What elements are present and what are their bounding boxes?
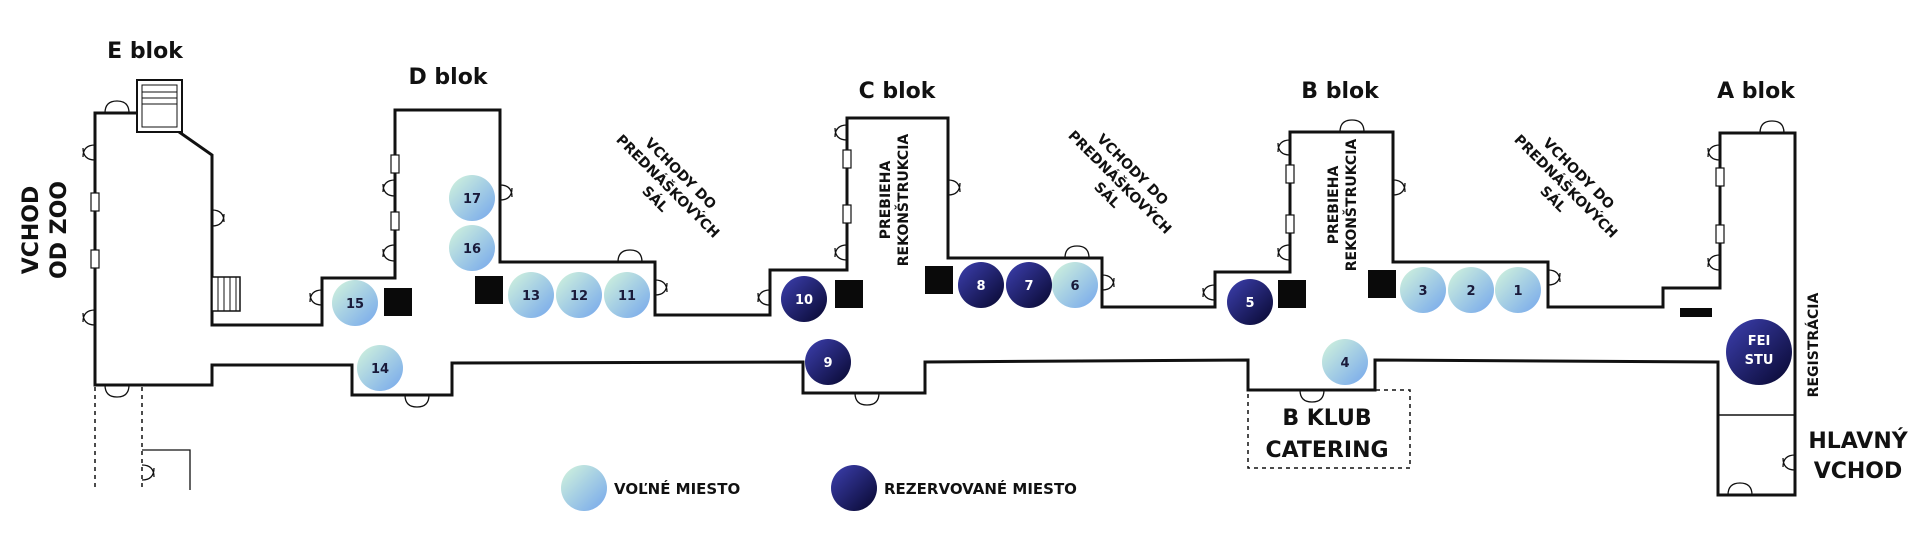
svg-text:HLAVNÝ: HLAVNÝ: [1808, 428, 1908, 454]
svg-text:VCHOD: VCHOD: [1814, 459, 1903, 484]
hall-entrances-label-d: VCHODY DO PREDNÁŠKOVÝCH SÁL: [613, 131, 724, 242]
legend-reserved-swatch: [831, 465, 877, 511]
c-block-label: C blok: [859, 79, 937, 104]
spot-11[interactable]: 11: [604, 272, 650, 318]
spot-number: 12: [570, 289, 588, 304]
fei-stu-logo: FEI STU: [1726, 319, 1792, 385]
reconstruction-label-b: PREBIEHA REKONŠTRUKCIA: [1326, 139, 1360, 272]
spot-4[interactable]: 4: [1322, 339, 1368, 385]
spot-number: 1: [1513, 284, 1522, 299]
spot-6[interactable]: 6: [1052, 262, 1098, 308]
hall-entrances-label-c: VCHODY DO PREDNÁŠKOVÝCH SÁL: [1065, 127, 1176, 238]
reserved-spot-circle[interactable]: [1006, 262, 1052, 308]
spot-number: 4: [1340, 356, 1349, 371]
free-spot-circle[interactable]: [449, 175, 495, 221]
main-entrance-label: HLAVNÝ VCHOD: [1808, 428, 1908, 484]
spot-13[interactable]: 13: [508, 272, 554, 318]
reserved-spot-circle[interactable]: [781, 276, 827, 322]
free-spot-circle[interactable]: [1052, 262, 1098, 308]
svg-text:OD ZOO: OD ZOO: [47, 181, 72, 279]
b-klub-area: [1247, 389, 1411, 469]
free-spot-circle[interactable]: [1448, 267, 1494, 313]
b-block-label: B blok: [1301, 79, 1380, 104]
door-icons: [82, 100, 1796, 496]
spot-9[interactable]: 9: [805, 339, 851, 385]
reserved-spot-circle[interactable]: [805, 339, 851, 385]
svg-text:PREDNÁŠKOVÝCH: PREDNÁŠKOVÝCH: [1511, 131, 1622, 242]
spot-12[interactable]: 12: [556, 272, 602, 318]
spot-14[interactable]: 14: [357, 345, 403, 391]
registration-label: REGISTRÁCIA: [1805, 293, 1822, 398]
free-spot-circle[interactable]: [357, 345, 403, 391]
reserved-spot-circle[interactable]: [958, 262, 1004, 308]
spot-number: 11: [618, 289, 636, 304]
spot-1[interactable]: 1: [1495, 267, 1541, 313]
spot-16[interactable]: 16: [449, 225, 495, 271]
svg-text:B KLUB: B KLUB: [1282, 406, 1371, 431]
svg-text:REKONŠTRUKCIA: REKONŠTRUKCIA: [1342, 139, 1360, 272]
spot-number: 16: [463, 242, 481, 257]
svg-text:REKONŠTRUKCIA: REKONŠTRUKCIA: [894, 134, 912, 267]
building-outline: [93, 108, 1797, 497]
spot-number: 15: [346, 297, 364, 312]
svg-text:CATERING: CATERING: [1265, 438, 1388, 463]
spot-number: 17: [463, 192, 481, 207]
free-spot-circle[interactable]: [604, 272, 650, 318]
spot-8[interactable]: 8: [958, 262, 1004, 308]
legend: VOĽNÉ MIESTO REZERVOVANÉ MIESTO: [561, 465, 1077, 511]
free-spot-circle[interactable]: [1495, 267, 1541, 313]
spot-number: 5: [1245, 296, 1254, 311]
free-spot-circle[interactable]: [1322, 339, 1368, 385]
spot-number: 6: [1070, 279, 1079, 294]
d-block-label: D blok: [409, 65, 489, 90]
staircase-e-top: [136, 79, 183, 133]
spot-number: 2: [1466, 284, 1475, 299]
free-spot-circle[interactable]: [1400, 267, 1446, 313]
svg-text:PREDNÁŠKOVÝCH: PREDNÁŠKOVÝCH: [1065, 127, 1176, 238]
free-spot-circle[interactable]: [332, 280, 378, 326]
free-spot-circle[interactable]: [449, 225, 495, 271]
spot-5[interactable]: 5: [1227, 279, 1273, 325]
building-walls: [93, 108, 1797, 497]
svg-text:VCHOD: VCHOD: [19, 186, 44, 275]
spot-15[interactable]: 15: [332, 280, 378, 326]
b-klub-label: B KLUB CATERING: [1265, 406, 1388, 463]
svg-text:STU: STU: [1745, 353, 1774, 368]
spot-2[interactable]: 2: [1448, 267, 1494, 313]
zoo-entrance-paths: [94, 387, 191, 490]
e-block-label: E blok: [107, 39, 184, 64]
svg-text:FEI: FEI: [1748, 334, 1771, 349]
svg-text:PREDNÁŠKOVÝCH: PREDNÁŠKOVÝCH: [613, 131, 724, 242]
legend-free-swatch: [561, 465, 607, 511]
reserved-spot-circle[interactable]: [1227, 279, 1273, 325]
spot-17[interactable]: 17: [449, 175, 495, 221]
spot-number: 8: [976, 279, 985, 294]
zoo-entrance-label: VCHOD OD ZOO: [19, 181, 72, 279]
spot-10[interactable]: 10: [781, 276, 827, 322]
spot-number: 7: [1024, 279, 1033, 294]
marker-squares: [384, 266, 1712, 317]
spot-number: 10: [795, 293, 813, 308]
spot-number: 14: [371, 362, 389, 377]
legend-free-label: VOĽNÉ MIESTO: [614, 479, 740, 498]
spot-7[interactable]: 7: [1006, 262, 1052, 308]
svg-text:PREBIEHA: PREBIEHA: [1326, 166, 1342, 245]
legend-reserved-label: REZERVOVANÉ MIESTO: [884, 479, 1077, 498]
spot-3[interactable]: 3: [1400, 267, 1446, 313]
a-block-label: A blok: [1717, 79, 1796, 104]
free-spot-circle[interactable]: [556, 272, 602, 318]
spot-number: 13: [522, 289, 540, 304]
spot-number: 9: [823, 356, 832, 371]
staircase-e-side: [211, 276, 241, 312]
svg-text:PREBIEHA: PREBIEHA: [878, 161, 894, 240]
reconstruction-label-c: PREBIEHA REKONŠTRUKCIA: [878, 134, 912, 267]
spot-number: 3: [1418, 284, 1427, 299]
hall-entrances-label-b: VCHODY DO PREDNÁŠKOVÝCH SÁL: [1511, 131, 1622, 242]
free-spot-circle[interactable]: [508, 272, 554, 318]
